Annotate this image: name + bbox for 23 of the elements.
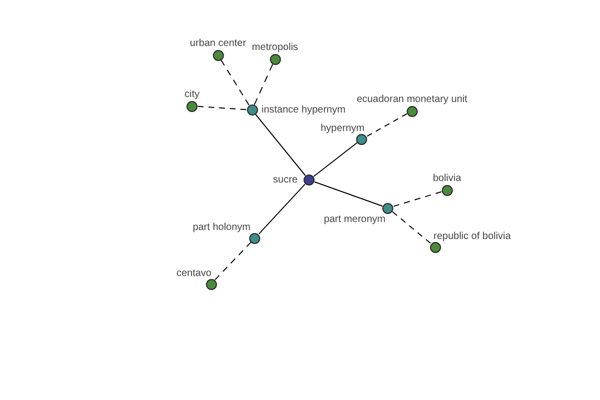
node-label: urban center (190, 38, 246, 48)
dashed-connector (214, 242, 252, 280)
connector-line (313, 142, 358, 177)
node-label: centavo (176, 268, 212, 278)
node-label: part holonym (192, 222, 250, 232)
node-label: instance hypernym (262, 104, 346, 116)
node-label: republic of bolivia (434, 230, 511, 242)
dashed-connector (254, 64, 274, 106)
node-label: hypernym (320, 122, 364, 134)
node-label: city (184, 88, 200, 100)
node-label: metropolis (252, 42, 298, 52)
dashed-connector (393, 191, 442, 207)
dashed-connector (392, 211, 431, 244)
node-label: ecuadoran monetary unit (356, 94, 468, 104)
connector-line (314, 181, 383, 207)
dashed-connector (197, 106, 247, 110)
node-label: part meronym (324, 214, 386, 224)
dashed-connector (220, 59, 250, 106)
node-label: bolivia (432, 172, 462, 184)
node-label: sucre (273, 174, 298, 186)
dashed-connector (366, 113, 408, 137)
connector-line (255, 114, 306, 176)
connector-line (258, 184, 306, 234)
